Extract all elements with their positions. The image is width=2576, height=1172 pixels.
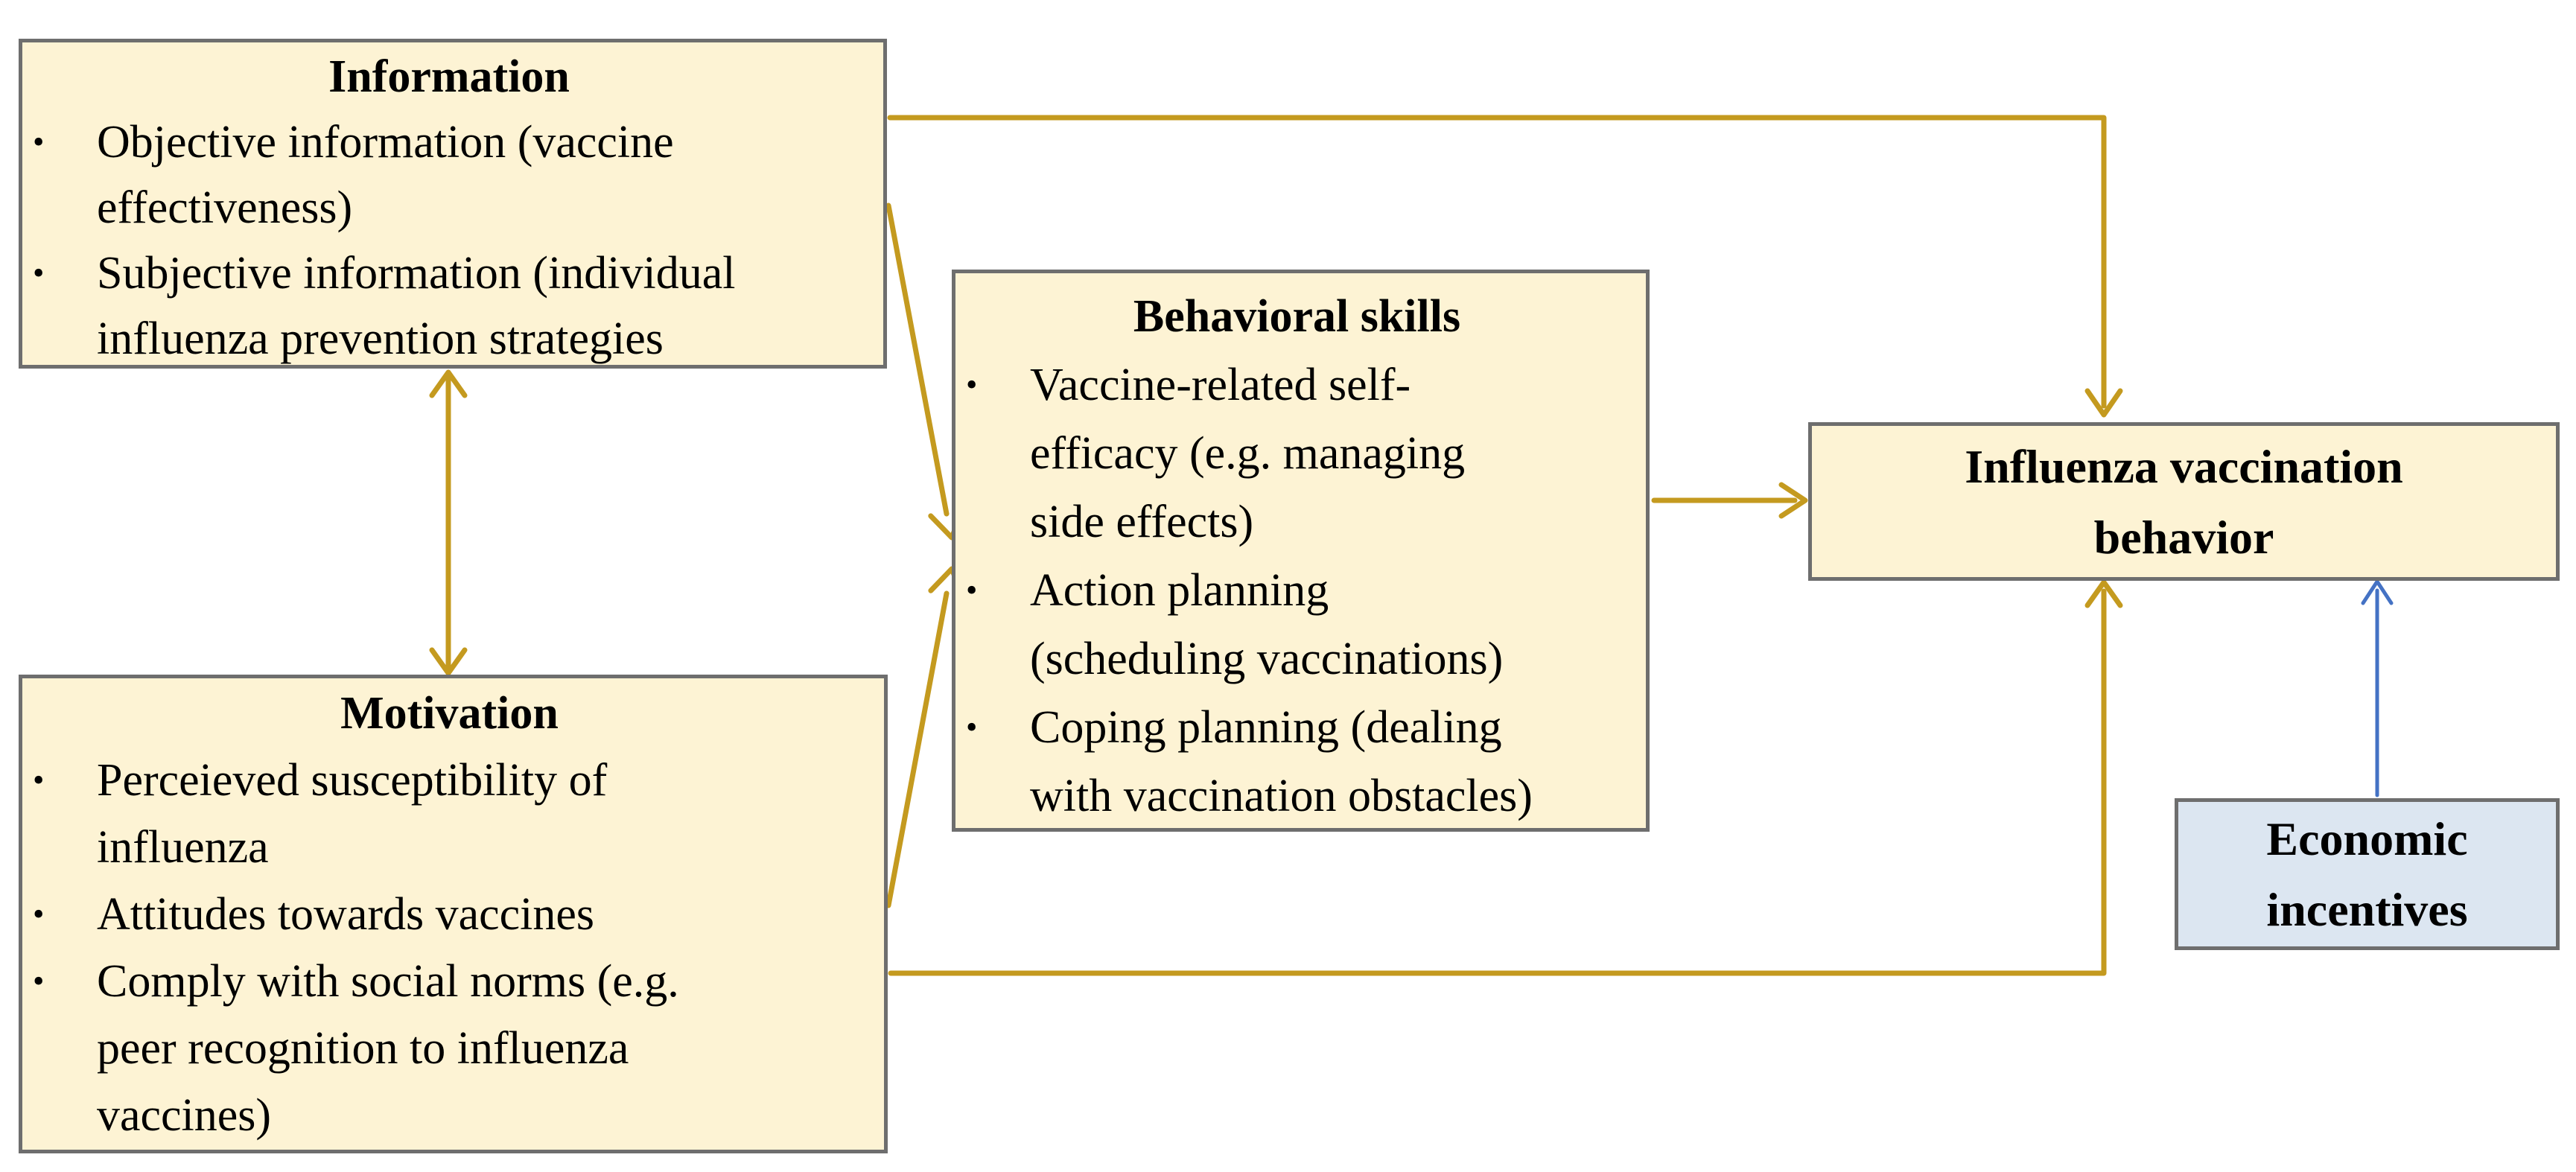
- arrow-information-motivation-bottom-arrowhead: [429, 647, 468, 676]
- motivation-bullet-1: • Perceieved susceptibility of influenza: [22, 747, 877, 881]
- information-title: Information: [328, 51, 570, 102]
- economic-incentives-title: Economic incentives: [2266, 812, 2468, 936]
- arrow-information-to-behavior: [887, 115, 2107, 409]
- motivation-title: Motivation: [340, 688, 559, 739]
- arrow-behavioral-skills-to-behavior-arrowhead: [1778, 482, 1808, 519]
- bullet-icon: •: [966, 572, 978, 608]
- economic-incentives-box: Economic incentives: [2175, 798, 2560, 950]
- bullet-icon: •: [33, 124, 45, 160]
- bullet-icon: •: [33, 963, 45, 999]
- information-box: Information • Objective information (vac…: [19, 39, 887, 369]
- information-bullet-1: • Objective information (vaccine effecti…: [22, 109, 876, 241]
- arrow-motivation-to-behavioral-skills: [885, 590, 950, 908]
- bullet-icon: •: [33, 896, 45, 932]
- arrow-information-to-behavior-arrowhead: [2084, 388, 2123, 418]
- behavioral-skills-bullet-3: • Coping planning (dealing with vaccinat…: [955, 693, 1638, 830]
- bullet-icon: •: [966, 366, 978, 403]
- arrow-economic-incentives-to-behavior-arrowhead: [2361, 579, 2394, 605]
- motivation-bullet-3-text: Comply with social norms (e.g. peer reco…: [97, 956, 679, 1141]
- bullet-icon: •: [966, 709, 978, 745]
- motivation-bullet-2-text: Attitudes towards vaccines: [97, 889, 595, 940]
- arrow-motivation-to-behavior-arrowhead: [2084, 579, 2123, 608]
- arrow-information-motivation-top-arrowhead: [429, 369, 468, 398]
- behavioral-skills-bullet-1-text: Vaccine-related self- efficacy (e.g. man…: [1030, 360, 1466, 547]
- information-bullet-2: • Subjective information (individual inf…: [22, 241, 876, 372]
- motivation-bullet-3: • Comply with social norms (e.g. peer re…: [22, 948, 877, 1149]
- arrow-motivation-to-behavior: [888, 588, 2107, 976]
- information-bullet-1-text: Objective information (vaccine effective…: [97, 117, 674, 233]
- behavioral-skills-bullet-2: • Action planning (scheduling vaccinatio…: [955, 556, 1638, 693]
- motivation-bullet-2: • Attitudes towards vaccines: [22, 881, 877, 948]
- information-bullet-2-text: Subjective information (individual influ…: [97, 248, 736, 364]
- behavioral-skills-title: Behavioral skills: [1133, 291, 1461, 342]
- arrow-information-to-behavioral-skills: [885, 203, 950, 517]
- motivation-bullet-1-text: Perceieved susceptibility of influenza: [97, 755, 608, 873]
- motivation-box: Motivation • Perceieved susceptibility o…: [19, 675, 888, 1153]
- influenza-vaccination-behavior-box: Influenza vaccination behavior: [1808, 422, 2560, 581]
- behavioral-skills-bullet-1: • Vaccine-related self- efficacy (e.g. m…: [955, 351, 1638, 556]
- behavioral-skills-bullet-2-text: Action planning (scheduling vaccinations…: [1030, 565, 1504, 684]
- behavioral-skills-bullet-3-text: Coping planning (dealing with vaccinatio…: [1030, 702, 1533, 821]
- bullet-icon: •: [33, 255, 45, 291]
- influenza-vaccination-behavior-title: Influenza vaccination behavior: [1965, 439, 2403, 564]
- behavioral-skills-box: Behavioral skills • Vaccine-related self…: [952, 270, 1650, 832]
- bullet-icon: •: [33, 762, 45, 798]
